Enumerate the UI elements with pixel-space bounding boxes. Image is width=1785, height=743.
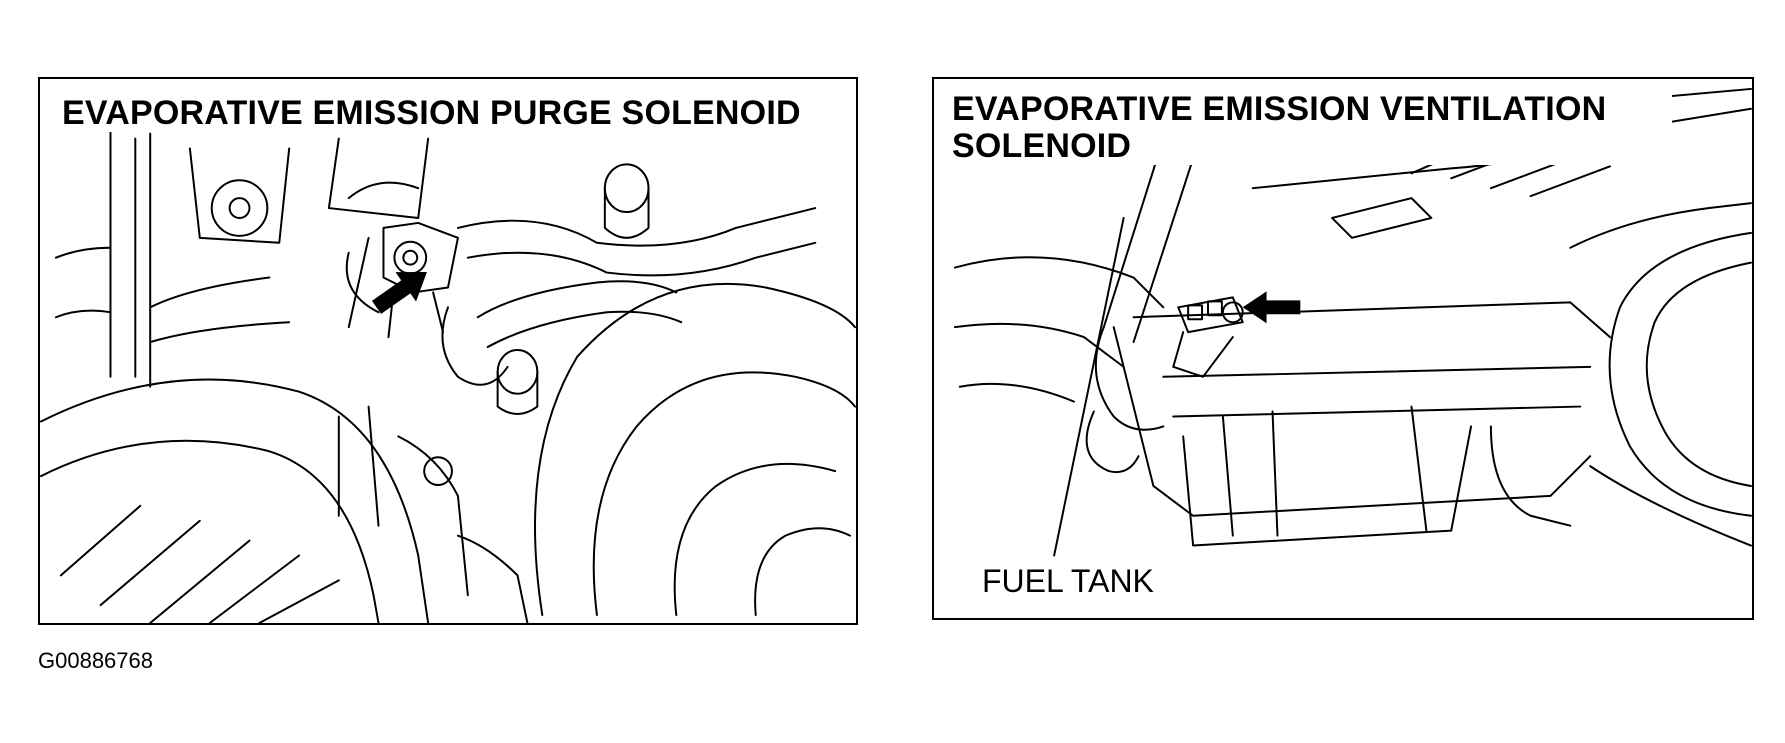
figure-id: G00886768 <box>38 648 153 673</box>
ventilation-solenoid-panel: EVAPORATIVE EMISSION VENTILATION SOLENOI… <box>932 77 1754 620</box>
panel-title: EVAPORATIVE EMISSION VENTILATION SOLENOI… <box>952 91 1672 165</box>
panel-title: EVAPORATIVE EMISSION PURGE SOLENOID <box>62 94 801 132</box>
purge-solenoid-panel: EVAPORATIVE EMISSION PURGE SOLENOID <box>38 77 858 625</box>
engine-bay-illustration <box>40 127 856 623</box>
fuel-tank-label: FUEL TANK <box>982 563 1154 599</box>
